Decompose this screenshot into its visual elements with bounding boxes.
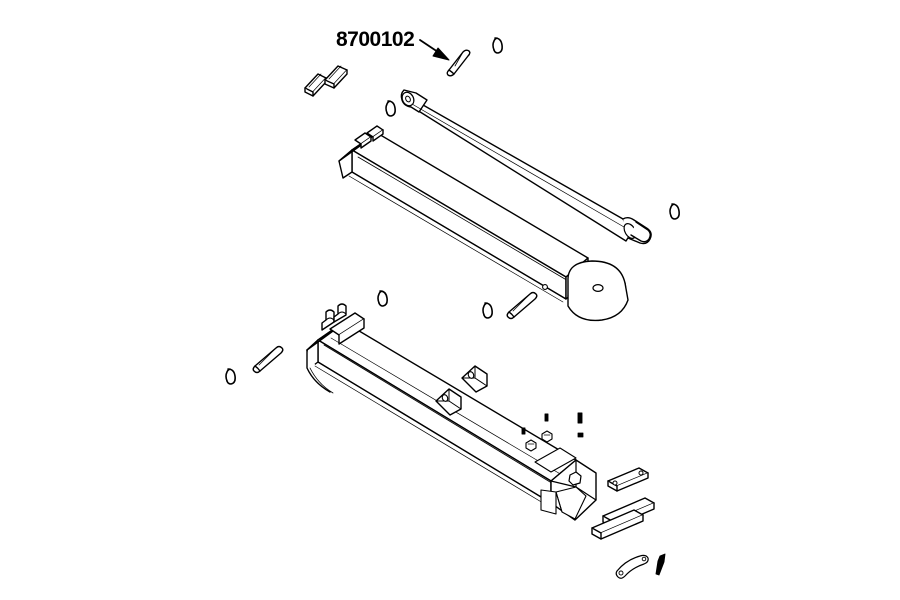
link-bar (615, 554, 649, 579)
hydraulic-cylinder-rod (400, 89, 652, 245)
retaining-ring-rod-top (385, 100, 396, 117)
shim-plate-right (324, 65, 348, 89)
access-panel (534, 447, 577, 473)
lower-pivot-pin (252, 345, 284, 374)
upper-pivot-pin (446, 49, 471, 77)
retaining-ring-mid (482, 302, 493, 319)
wear-pad-drilled (607, 467, 649, 492)
bolt (655, 553, 666, 576)
callout-label-8700102: 8700102 (336, 28, 414, 51)
gusset-bracket-a (435, 388, 462, 416)
retaining-ring-rod-bottom (669, 203, 680, 220)
pivot-boss-plate (567, 260, 629, 322)
boom-tail-gusset (540, 459, 597, 521)
retaining-ring-lower (225, 368, 236, 385)
retaining-ring-top (492, 37, 503, 54)
gusset-bracket-b (461, 365, 488, 393)
retaining-ring-boom-mid (377, 290, 388, 307)
callout-arrow-icon (419, 39, 450, 61)
shim-plate-left (304, 73, 327, 97)
upper-boom-section (338, 125, 589, 303)
wear-pad-b (591, 509, 644, 540)
mid-pivot-pin (506, 291, 538, 320)
